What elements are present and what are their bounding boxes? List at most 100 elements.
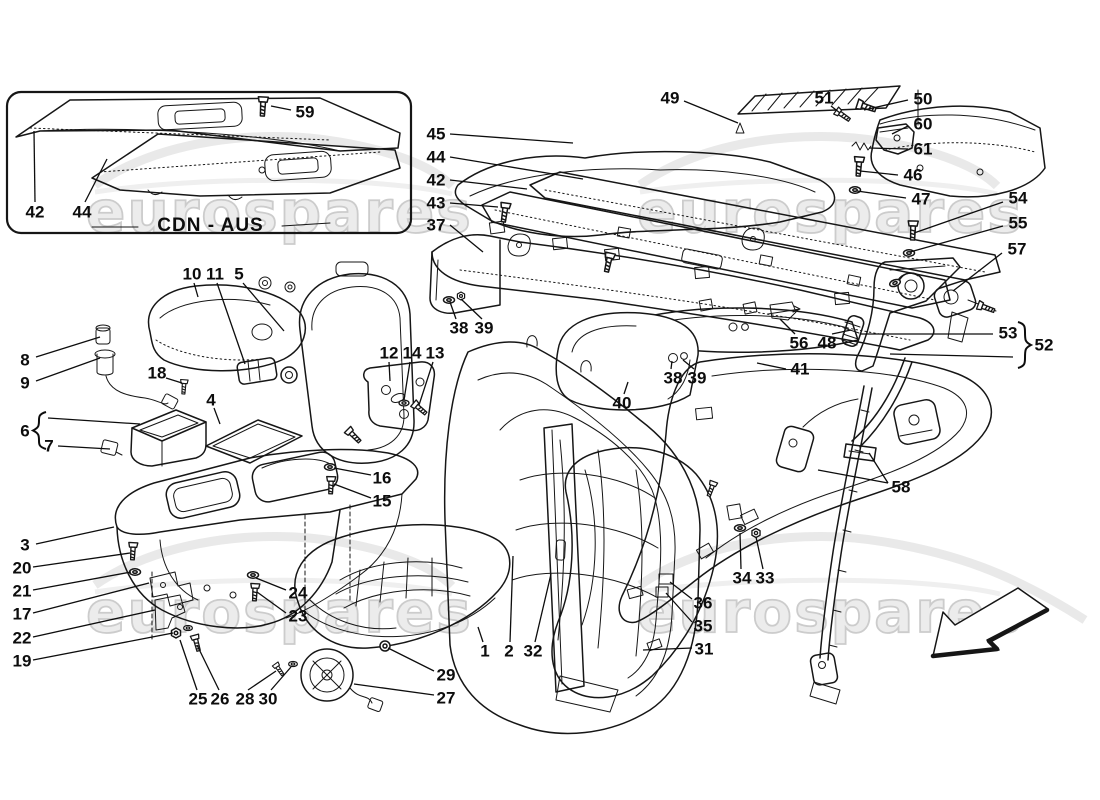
callout-10: 10	[183, 265, 202, 284]
callout-42: 42	[26, 203, 45, 222]
callout-43: 43	[427, 194, 446, 213]
leader-line-38	[449, 301, 457, 320]
leader-line-55	[909, 225, 1004, 253]
callout-2: 2	[504, 642, 513, 661]
leader-line-49	[683, 100, 739, 124]
callout-5: 5	[234, 265, 243, 284]
console-fasteners	[127, 463, 337, 653]
callout-49: 49	[661, 89, 680, 108]
callout-20: 20	[13, 559, 32, 578]
leader-line-58	[817, 469, 889, 484]
callout-36: 36	[694, 594, 713, 613]
callout-56: 56	[790, 334, 809, 353]
callout-35: 35	[694, 617, 713, 636]
callout-37: 37	[427, 216, 446, 235]
leader-line-31	[642, 647, 693, 651]
callout-58: 58	[892, 478, 911, 497]
leader-line-20	[32, 552, 131, 568]
leader-line-5	[242, 282, 285, 332]
leader-line-6	[47, 417, 141, 425]
leader-line-36	[669, 581, 693, 600]
callout-18: 18	[148, 364, 167, 383]
leader-line-45	[449, 133, 574, 144]
leader-line-17	[32, 582, 150, 614]
leader-line-50	[863, 99, 909, 111]
callout-3: 3	[20, 536, 29, 555]
callout-16: 16	[373, 469, 392, 488]
watermark-top-left: eurospares	[86, 178, 473, 246]
leader-line-4	[213, 407, 221, 425]
leader-line-11	[216, 282, 246, 365]
callout-27: 27	[437, 689, 456, 708]
callout-6: 6	[20, 422, 29, 441]
callout-11: 11	[206, 265, 224, 284]
leader-line-13	[418, 361, 434, 406]
leader-line-48	[831, 329, 852, 335]
belt-lower-retractor	[893, 398, 941, 446]
callout-14: 14	[403, 344, 422, 363]
callout-61: 61	[914, 140, 933, 159]
leader-line-46	[859, 170, 899, 176]
inset-caption: CDN - AUS	[157, 215, 264, 236]
callout-57: 57	[1008, 240, 1027, 259]
small-seatback-5	[258, 261, 415, 464]
seat-cushion	[294, 523, 511, 649]
callout-17: 17	[13, 605, 32, 624]
callout-34: 34	[733, 569, 752, 588]
brace-6	[30, 411, 47, 450]
callout-15: 15	[373, 492, 392, 511]
callout-55: 55	[1009, 214, 1028, 233]
callout-32: 32	[524, 642, 543, 661]
line-art	[5, 85, 1050, 735]
leader-line-14	[403, 361, 411, 401]
callout-26: 26	[211, 690, 230, 709]
inset-box-cdn-aus	[5, 90, 413, 235]
leader-line-15	[333, 483, 372, 499]
cigarette-lighter	[94, 324, 298, 410]
callout-44: 44	[73, 203, 92, 222]
headrest-40	[555, 305, 859, 411]
spring-61	[851, 141, 872, 151]
callout-31: 31	[695, 640, 714, 659]
seat-belt-straps	[775, 357, 941, 705]
center-console	[114, 448, 419, 641]
leader-line-28	[247, 670, 277, 691]
leader-line-7	[57, 445, 111, 450]
callout-38: 38	[664, 369, 683, 388]
belt-slot-strip	[543, 423, 585, 693]
callout-54: 54	[1009, 189, 1028, 208]
brace-52	[1017, 321, 1034, 369]
leader-line-22	[32, 609, 156, 638]
leader-line-33	[755, 536, 764, 570]
leader-line-43	[449, 202, 499, 208]
callout-39: 39	[475, 319, 494, 338]
leader-line-2	[509, 555, 514, 643]
leader-line-19	[32, 632, 174, 661]
belt-retractor-57	[933, 280, 997, 343]
ashtray-assembly	[100, 409, 207, 467]
callout-41: 41	[791, 360, 810, 379]
callout-60: 60	[914, 115, 933, 134]
leader-line-27	[353, 683, 435, 696]
leader-line-34	[739, 532, 742, 570]
callout-30: 30	[259, 690, 278, 709]
leader-line-40	[623, 381, 629, 395]
leader-line-24	[255, 577, 287, 591]
leader-line-41	[756, 362, 787, 370]
belt-buckle	[775, 398, 859, 473]
side-bolster-31	[551, 446, 719, 713]
leader-line-3	[35, 526, 115, 545]
shelf-panel-44	[529, 171, 1001, 281]
leader-line-54	[913, 201, 1004, 234]
leader-line-38	[670, 360, 673, 370]
callout-21: 21	[13, 582, 32, 601]
leader-line-44	[449, 156, 584, 180]
callout-22: 22	[13, 629, 32, 648]
shelf-panel-42	[481, 191, 951, 309]
leader-line-29	[387, 647, 435, 672]
leader-line-1	[477, 626, 484, 643]
callout-33: 33	[756, 569, 775, 588]
